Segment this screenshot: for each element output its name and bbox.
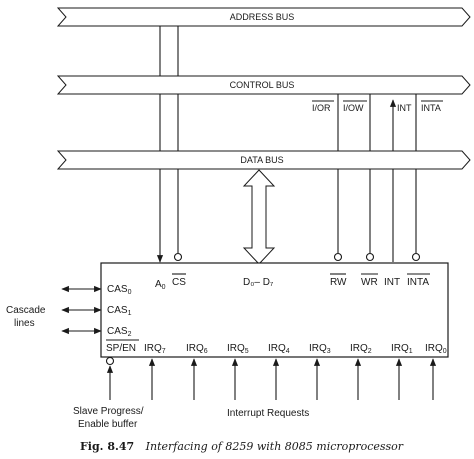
inta-bubble <box>411 252 421 262</box>
sp-en-pin: SP/EN <box>106 343 136 354</box>
irq3-pin: IRQ3 <box>309 343 331 355</box>
iow-label: I/OW <box>343 103 364 113</box>
data-bus: DATA BUS <box>56 150 471 170</box>
data-bus-arrow <box>242 169 276 265</box>
figure-title: Interfacing of 8259 with 8085 microproce… <box>145 440 404 453</box>
control-bus-label: CONTROL BUS <box>230 80 295 90</box>
slave-label-line2: Enable buffer <box>78 419 138 430</box>
cs-bubble <box>173 252 183 262</box>
irq0-pin: IRQ0 <box>425 343 447 355</box>
rw-bubble <box>333 252 343 262</box>
cascade-label-line1: Cascade <box>6 305 46 316</box>
irq2-pin: IRQ2 <box>350 343 372 355</box>
figure-caption: Fig. 8.47 Interfacing of 8259 with 8085 … <box>80 440 404 453</box>
chip-8259 <box>100 262 449 358</box>
irq5-pin: IRQ5 <box>227 343 249 355</box>
int-pin: INT <box>384 277 400 288</box>
inta-pin: INTA <box>407 277 429 288</box>
cas2-pin: CAS2 <box>107 326 132 338</box>
figure-number: Fig. 8.47 <box>80 440 134 453</box>
int-bus-label: INT <box>397 103 412 113</box>
cs-pin: CS <box>172 277 186 288</box>
inta-bus-label: INTA <box>421 103 441 113</box>
cas0-pin: CAS0 <box>107 284 132 296</box>
irq1-pin: IRQ1 <box>391 343 413 355</box>
irq7-pin: IRQ7 <box>144 343 166 355</box>
chip-top-pins: A0 CS D₀– D₇ RW WR INT INTA <box>155 273 430 291</box>
irq4-pin: IRQ4 <box>268 343 290 355</box>
control-lines <box>333 94 421 262</box>
data-pins: D₀– D₇ <box>243 277 274 288</box>
irq6-pin: IRQ6 <box>186 343 208 355</box>
irq-pins: IRQ7 IRQ6 IRQ5 IRQ4 IRQ3 IRQ2 IRQ1 IRQ0 <box>144 343 447 355</box>
control-signal-labels: I/OR I/OW INT INTA <box>312 100 443 113</box>
slave-label-line1: Slave Progress/ <box>73 406 144 417</box>
address-bus: ADDRESS BUS <box>56 7 471 27</box>
ior-label: I/OR <box>312 103 331 113</box>
sp-en-bubble <box>105 356 115 366</box>
wr-bubble <box>365 252 375 262</box>
irq-arrows <box>148 358 437 400</box>
control-bus: CONTROL BUS <box>56 75 471 95</box>
cas1-pin: CAS1 <box>107 305 132 317</box>
interrupt-requests-label: Interrupt Requests <box>227 408 309 419</box>
data-bus-label: DATA BUS <box>240 155 283 165</box>
address-bus-label: ADDRESS BUS <box>230 12 295 22</box>
cascade-label-line2: lines <box>14 318 35 329</box>
a0-pin: A0 <box>155 279 166 291</box>
rw-pin: RW <box>330 277 347 288</box>
cas-pins: CAS0 CAS1 CAS2 SP/EN <box>61 284 139 354</box>
address-lines <box>156 26 183 263</box>
wr-pin: WR <box>361 277 378 288</box>
